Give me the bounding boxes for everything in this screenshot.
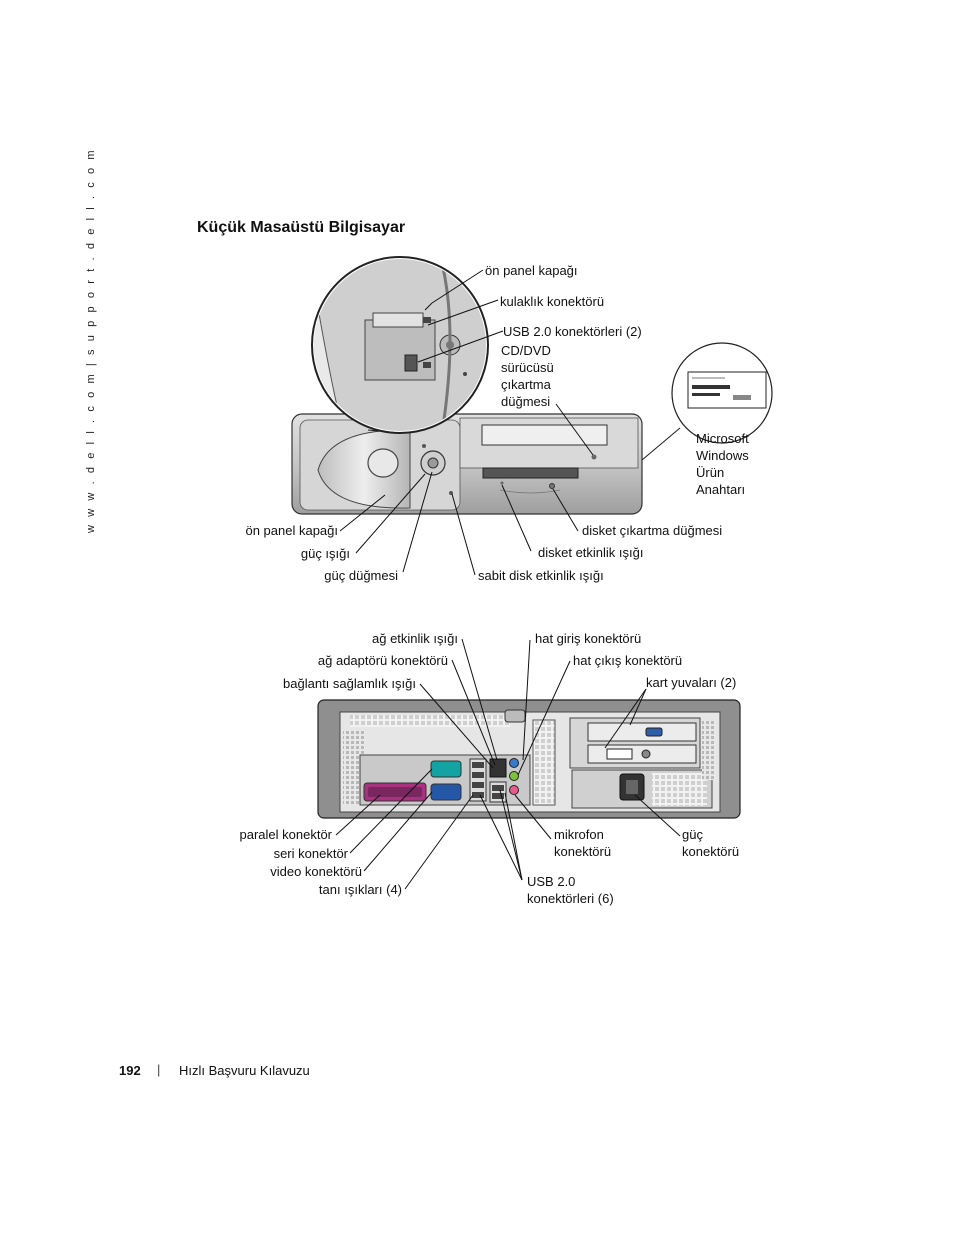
page-number: 192 (119, 1063, 141, 1078)
label-microphone: mikrofon konektörü (554, 827, 612, 859)
line-in-connector (509, 758, 519, 768)
video-connector (430, 783, 462, 801)
back-view-computer (317, 699, 741, 819)
label-serial: seri konektör (273, 846, 348, 861)
dell-logo (367, 448, 399, 478)
serial-connector (430, 760, 462, 778)
back-leader-lines (335, 638, 681, 890)
front-leader-lines (339, 269, 594, 576)
label-link-integrity: bağlantı sağlamlık ışığı (283, 676, 416, 691)
label-network-activity: ağ etkinlik ışığı (372, 631, 458, 646)
label-diagnostic: tanı ışıkları (4) (318, 882, 402, 897)
label-video: video konektörü (270, 864, 362, 879)
label-power-button: güç düğmesi (324, 568, 398, 583)
microphone-connector (509, 785, 519, 795)
front-view-computer (291, 256, 773, 515)
label-power-connector: güç konektörü (682, 827, 740, 859)
line-out-connector (509, 771, 519, 781)
label-line-out: hat çıkış konektörü (573, 653, 683, 668)
card-slot-1 (587, 722, 697, 742)
windows-product-key-sticker (687, 371, 767, 409)
label-floppy-eject: disket çıkartma düğmesi (582, 523, 723, 538)
label-usb-back: USB 2.0 konektörleri (6) (527, 874, 614, 906)
cd-eject-button[interactable] (591, 454, 597, 460)
label-line-in: hat giriş konektörü (535, 631, 642, 646)
label-network-adapter: ağ adaptörü konektörü (317, 653, 448, 668)
label-front-panel-cover: ön panel kapağı (245, 523, 338, 538)
footer-separator: | (157, 1062, 161, 1077)
label-card-slots: kart yuvaları (2) (646, 675, 737, 690)
floppy-eject-button[interactable] (549, 483, 555, 489)
label-windows-key: Microsoft Windows Ürün Anahtarı (696, 431, 749, 497)
label-front-panel-cover-top: ön panel kapağı (485, 263, 578, 278)
label-cd-eject: CD/DVD sürücüsü çıkartma düğmesi (501, 343, 554, 409)
label-floppy-activity: disket etkinlik ışığı (538, 545, 644, 560)
label-hdd-activity: sabit disk etkinlik ışığı (478, 568, 604, 583)
label-headphone-connector: kulaklık konektörü (500, 294, 605, 309)
label-parallel: paralel konektör (239, 827, 333, 842)
footer-title: Hızlı Başvuru Kılavuzu (179, 1063, 310, 1078)
label-power-light: güç ışığı (300, 546, 350, 561)
section-title: Küçük Masaüstü Bilgisayar (197, 219, 406, 236)
label-usb-front: USB 2.0 konektörleri (2) (503, 324, 642, 339)
